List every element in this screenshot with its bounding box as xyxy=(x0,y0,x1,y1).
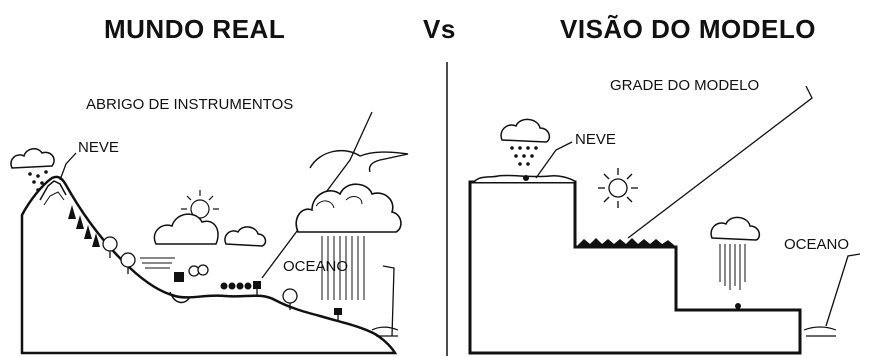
label-real-snow: NEVE xyxy=(78,139,119,156)
title-versus: Vs xyxy=(423,14,456,44)
model-sun-icon xyxy=(598,168,638,208)
real-storm-cloud-icon xyxy=(295,149,409,300)
real-house xyxy=(174,272,184,282)
model-step-terrain xyxy=(468,180,802,355)
label-model-grid: GRADE DO MODELO xyxy=(610,77,760,94)
label-instrument-shelter: ABRIGO DE INSTRUMENTOS xyxy=(86,96,294,113)
model-rain-cloud-icon xyxy=(710,216,761,290)
real-small-trees xyxy=(220,282,252,290)
model-grid-grass xyxy=(577,237,675,247)
real-trees xyxy=(68,205,100,247)
real-cloud-2 xyxy=(224,226,267,247)
real-snow-cap xyxy=(39,180,67,201)
real-round-trees xyxy=(102,236,298,310)
real-cloud-1 xyxy=(153,213,219,245)
title-model-view: VISÃO DO MODELO xyxy=(560,14,816,44)
title-real-world: MUNDO REAL xyxy=(104,14,286,44)
label-model-ocean: OCEANO xyxy=(784,236,850,253)
label-model-snow: NEVE xyxy=(575,131,616,148)
label-real-ocean: OCEANO xyxy=(283,258,349,275)
real-snow-cloud-icon xyxy=(10,148,55,192)
real-instrument-shelter xyxy=(253,281,261,289)
real-ocean xyxy=(371,326,399,337)
model-ocean xyxy=(803,326,837,337)
model-snow-cloud-icon xyxy=(500,118,551,166)
